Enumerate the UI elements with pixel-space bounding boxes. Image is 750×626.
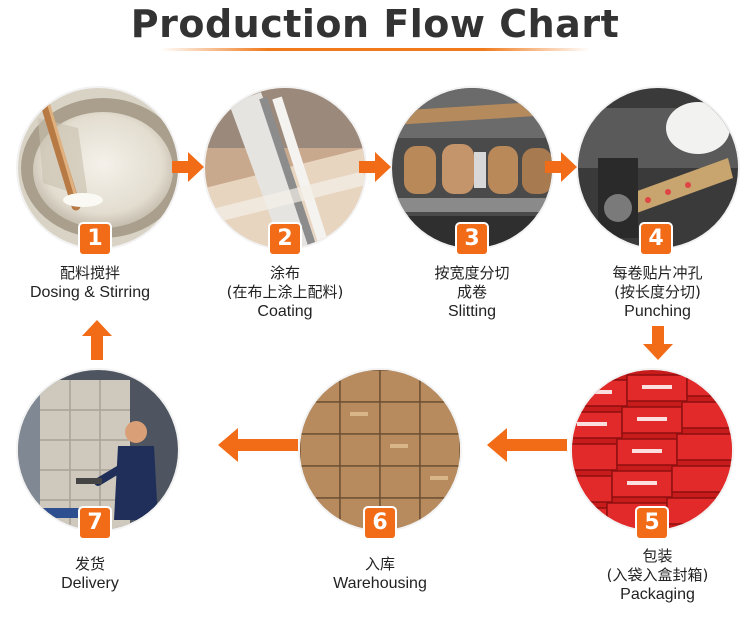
step-2-label: 涂布 (在布上涂上配料) Coating [195,264,375,321]
step-3-label: 按宽度分切 成卷 Slitting [382,264,562,321]
step-6-cn: 入库 [364,555,395,573]
step-5-badge: 5 [637,508,667,538]
step-2-en: Coating [257,303,313,320]
arrow-right-icon [172,152,204,182]
step-6-en: Warehousing [333,575,427,592]
step-2: 2 [205,88,375,258]
step-3-cn: 按宽度分切 [434,264,510,282]
step-6-label: 入库 Warehousing [290,555,470,593]
step-7-cn: 发货 [74,555,105,573]
step-6-badge: 6 [365,508,395,538]
arrow-left-icon [218,428,298,462]
page-title: Production Flow Chart [130,2,620,46]
step-3-en: Slitting [447,303,497,320]
step-5: 5 [572,370,742,540]
step-7-badge: 7 [80,508,110,538]
step-5-image [572,370,732,530]
step-1-badge: 1 [80,224,110,254]
step-2-cn2: (在布上涂上配料) [226,283,344,301]
arrow-down-icon [643,326,673,360]
step-4-image [578,88,738,248]
step-4-cn2: (按长度分切) [614,283,701,301]
step-6-image [300,370,460,530]
step-1-image [18,88,178,248]
step-5-en: Packaging [620,586,695,603]
step-5-cn2: (入袋入盒封箱) [606,566,709,584]
title-underline [160,48,590,51]
step-6: 6 [300,370,470,540]
step-1-en: Dosing & Stirring [29,284,151,301]
step-4-en: Punching [624,303,691,320]
step-7: 7 [18,370,188,540]
step-5-cn: 包装 [642,547,673,565]
step-1-label: 配料搅拌 Dosing & Stirring [0,264,180,302]
step-7-label: 发货 Delivery [0,555,180,593]
step-3-cn2: 成卷 [456,283,487,301]
arrow-up-icon [82,320,112,360]
step-1: 1 [18,88,188,258]
step-5-label: 包装 (入袋入盒封箱) Packaging [565,547,750,604]
step-7-en: Delivery [61,575,119,592]
step-3: 3 [392,88,562,258]
arrow-right-icon [359,152,391,182]
arrow-left-icon [487,428,567,462]
step-2-cn: 涂布 [269,264,300,282]
step-2-badge: 2 [270,224,300,254]
step-1-cn: 配料搅拌 [59,264,120,282]
step-4: 4 [578,88,748,258]
step-3-badge: 3 [457,224,487,254]
step-4-cn: 每卷贴片冲孔 [612,264,703,282]
step-7-image [18,370,178,530]
step-4-label: 每卷贴片冲孔 (按长度分切) Punching [565,264,750,321]
step-4-badge: 4 [641,224,671,254]
arrow-right-icon [545,152,577,182]
